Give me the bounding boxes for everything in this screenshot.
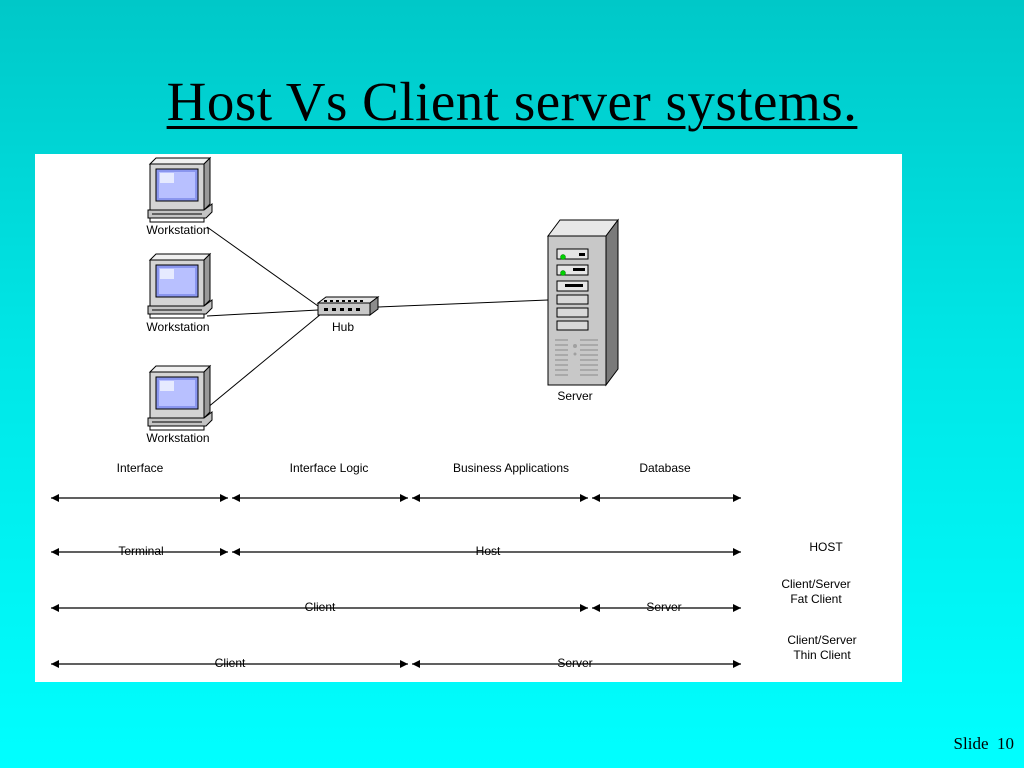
link-ws2-hub [206,309,319,317]
thin-row-client-label: Client [214,656,246,670]
host-row-type-label: HOST [809,540,843,554]
link-ws1-hub [206,226,319,307]
host-row-terminal-label: Terminal [118,544,164,558]
thin-row-type-label: Client/Server Thin Client [762,633,882,663]
layer-business-applications-label: Business Applications [452,461,570,475]
workstation-2-icon [147,253,213,319]
diagram-canvas [51,157,741,668]
workstation-1-label: Workstation [146,223,210,237]
host-row-host-label: Host [475,544,501,558]
fat-row-type-line1: Client/Server [781,577,851,591]
workstation-2-label: Workstation [146,320,210,334]
slide-number-value: 10 [997,734,1014,753]
layer-interface-label: Interface [116,461,164,475]
network-links [206,226,549,409]
fat-row-type-label: Client/Server Fat Client [756,577,876,607]
thin-row-type-line1: Client/Server [787,633,857,647]
network-diagram: Workstation Workstation Workstation Hub … [35,154,902,682]
server-label: Server [557,389,593,403]
fat-row-type-line2: Fat Client [790,592,842,606]
workstation-3-label: Workstation [146,431,210,445]
layer-database-label: Database [639,461,691,475]
hub-icon [316,296,380,316]
link-hub-server [377,299,549,308]
thin-row-server-label: Server [557,656,593,670]
fat-row-server-label: Server [646,600,682,614]
server-icon [547,218,619,387]
slide-number-label: Slide [953,734,989,753]
hub-label: Hub [331,320,355,334]
layer-interface-logic-label: Interface Logic [289,461,369,475]
fat-row-client-label: Client [304,600,336,614]
link-ws3-hub [206,313,322,409]
thin-row-type-line2: Thin Client [793,648,851,662]
slide-title: Host Vs Client server systems. [166,71,858,132]
workstation-3-icon [147,365,213,431]
workstation-1-icon [147,157,213,223]
slide-number: Slide 10 [954,734,1014,754]
